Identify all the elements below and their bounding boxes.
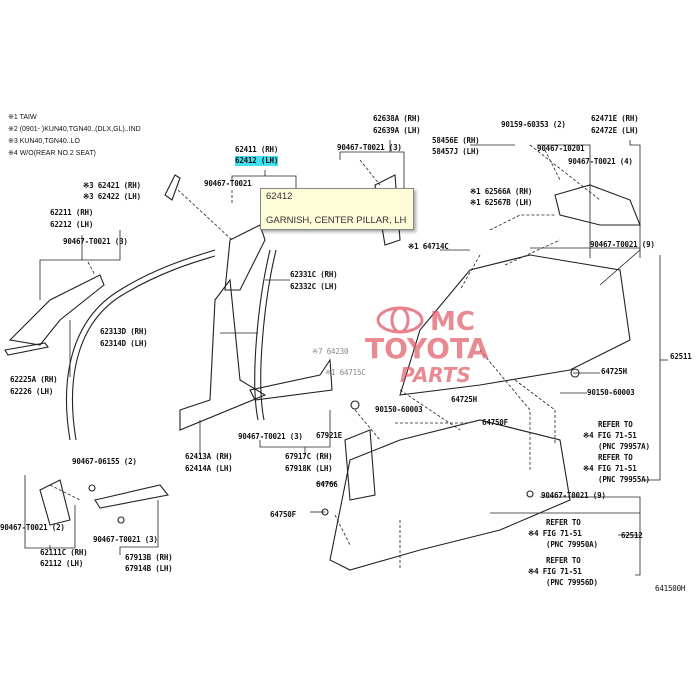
clip-label[interactable]: 90467-T0021 (9) — [590, 240, 655, 249]
part-label-64750f[interactable]: 64750F — [270, 510, 296, 519]
part-label-62225a[interactable]: 62225A (RH) — [10, 375, 58, 384]
quarter-lower-62512 — [329, 419, 571, 571]
part-label-62566a[interactable]: ※1 62566A (RH) — [470, 187, 533, 196]
part-label-64230[interactable]: ※7 64230 — [312, 347, 349, 356]
clip-label[interactable]: 90467-06155 (2) — [72, 457, 137, 466]
part-label-62511[interactable]: 62511 — [670, 352, 692, 361]
scuff-plate-67913 — [94, 484, 169, 509]
part-label-67921e[interactable]: 67921E — [316, 431, 342, 440]
cowl-side-62111 — [39, 479, 71, 526]
part-label-64714c[interactable]: ※1 64714C — [408, 242, 449, 251]
part-label-62639a[interactable]: 62639A (LH) — [373, 126, 421, 135]
part-label-64725h[interactable]: 64725H — [601, 367, 627, 376]
clip-label[interactable]: 90159-60353 (2) — [501, 120, 566, 129]
part-label-62414a[interactable]: 62414A (LH) — [185, 464, 233, 473]
part-label-62412-highlighted[interactable]: 62412 (LH) — [235, 156, 279, 166]
part-label-62472e[interactable]: 62472E (LH) — [591, 126, 639, 135]
refer-fig-link[interactable]: ※4 FIG 71-51 — [528, 567, 582, 576]
garnish-center-pillar — [224, 224, 266, 291]
part-label-62313d[interactable]: 62313D (RH) — [100, 327, 148, 336]
quarter-upper-62471 — [554, 184, 641, 226]
part-label-62471e[interactable]: 62471E (RH) — [591, 114, 639, 123]
refer-text: REFER TO — [598, 420, 633, 429]
weatherstrip-62313 — [65, 249, 216, 441]
part-label-62226[interactable]: 62226 (LH) — [10, 387, 54, 396]
part-label-62638a[interactable]: 62638A (RH) — [373, 114, 421, 123]
refer-pnc: (PNC 79956D) — [546, 578, 598, 587]
front-pillar-62211 — [8, 274, 105, 346]
clip-label[interactable]: 90467-T0021 (3) — [93, 535, 158, 544]
part-label-62411[interactable]: 62411 (RH) — [235, 145, 279, 154]
tooltip-description: GARNISH, CENTER PILLAR, LH — [266, 215, 407, 226]
part-label-62314d[interactable]: 62314D (LH) — [100, 339, 148, 348]
part-label-62421[interactable]: ※3 62421 (RH) — [83, 181, 141, 190]
part-label-62331c[interactable]: 62331C (RH) — [290, 270, 338, 279]
note-3: ※3 KUN40,TGN40..LO — [8, 138, 81, 145]
refer-pnc: (PNC 79950A) — [546, 540, 598, 549]
part-label-64750f[interactable]: 64750F — [482, 418, 508, 427]
refer-pnc: (PNC 79957A) — [598, 442, 650, 451]
note-4: ※4 W/O(REAR NO.2 SEAT) — [8, 150, 96, 157]
garnish-62421 — [164, 174, 181, 201]
clip-label[interactable]: 90467-T0021 (9) — [541, 491, 606, 500]
part-label-62512[interactable]: 62512 — [621, 531, 643, 540]
clip-label[interactable]: 90467-T0021 (4) — [568, 157, 633, 166]
part-label-64766[interactable]: 64766 — [316, 480, 338, 489]
clip-label[interactable]: 90467-T0021 (3) — [337, 143, 402, 152]
part-label-62413a[interactable]: 62413A (RH) — [185, 452, 233, 461]
clip-label[interactable]: 90467-T0021 (2) — [0, 523, 65, 532]
refer-fig-link[interactable]: ※4 FIG 71-51 — [583, 431, 637, 440]
part-shapes — [4, 174, 641, 571]
clip-label[interactable]: 90467-T0021 (3) — [63, 237, 128, 246]
part-label-64725h[interactable]: 64725H — [451, 395, 477, 404]
note-1: ※1 TAIW — [8, 114, 37, 121]
part-label-62112[interactable]: 62112 (LH) — [40, 559, 84, 568]
center-pillar-lower — [179, 278, 267, 431]
part-label-67917c[interactable]: 67917C (RH) — [285, 452, 333, 461]
figure-code: 641500H — [655, 584, 686, 593]
part-label-67918k[interactable]: 67918K (LH) — [285, 464, 333, 473]
refer-pnc: (PNC 79955A) — [598, 475, 650, 484]
part-label-67913b[interactable]: 67913B (RH) — [125, 553, 173, 562]
quarter-trim-62511 — [399, 254, 631, 396]
strip-62225 — [4, 342, 49, 356]
refer-fig-link[interactable]: ※4 FIG 71-51 — [583, 464, 637, 473]
refer-text: REFER TO — [598, 453, 633, 462]
refer-text: REFER TO — [546, 556, 581, 565]
part-label-67914b[interactable]: 67914B (LH) — [125, 564, 173, 573]
clip-label[interactable]: 90150-60003 — [587, 388, 635, 397]
part-label-62332c[interactable]: 62332C (LH) — [290, 282, 338, 291]
tooltip-part-number: 62412 — [266, 191, 293, 202]
refer-text: REFER TO — [546, 518, 581, 527]
part-label-62212[interactable]: 62212 (LH) — [50, 220, 94, 229]
duct-64766 — [344, 429, 376, 501]
note-2: ※2 (0901- )KUN40,TGN40..(DLX,GL)..IND — [8, 126, 141, 133]
clip-label[interactable]: 90467-T0021 — [204, 179, 252, 188]
clip-label[interactable]: 90150-60003 — [375, 405, 423, 414]
part-label-58456e[interactable]: 58456E (RH) — [432, 136, 480, 145]
part-label-64715c[interactable]: ※1 64715C — [325, 368, 366, 377]
part-label-58457j[interactable]: 58457J (LH) — [432, 147, 480, 156]
part-label-62422[interactable]: ※3 62422 (LH) — [83, 192, 141, 201]
refer-fig-link[interactable]: ※4 FIG 71-51 — [528, 529, 582, 538]
clip-label[interactable]: 90467-10201 — [537, 144, 585, 153]
leader-lines — [24, 140, 668, 576]
part-label-62211[interactable]: 62211 (RH) — [50, 208, 94, 217]
weatherstrip-62331 — [254, 249, 271, 421]
part-label-62111c[interactable]: 62111C (RH) — [40, 548, 88, 557]
scuff-plate-67917 — [249, 358, 333, 401]
clip-label[interactable]: 90467-T0021 (3) — [238, 432, 303, 441]
part-tooltip: 62412 GARNISH, CENTER PILLAR, LH — [260, 188, 414, 230]
part-label-62567b[interactable]: ※1 62567B (LH) — [470, 198, 533, 207]
